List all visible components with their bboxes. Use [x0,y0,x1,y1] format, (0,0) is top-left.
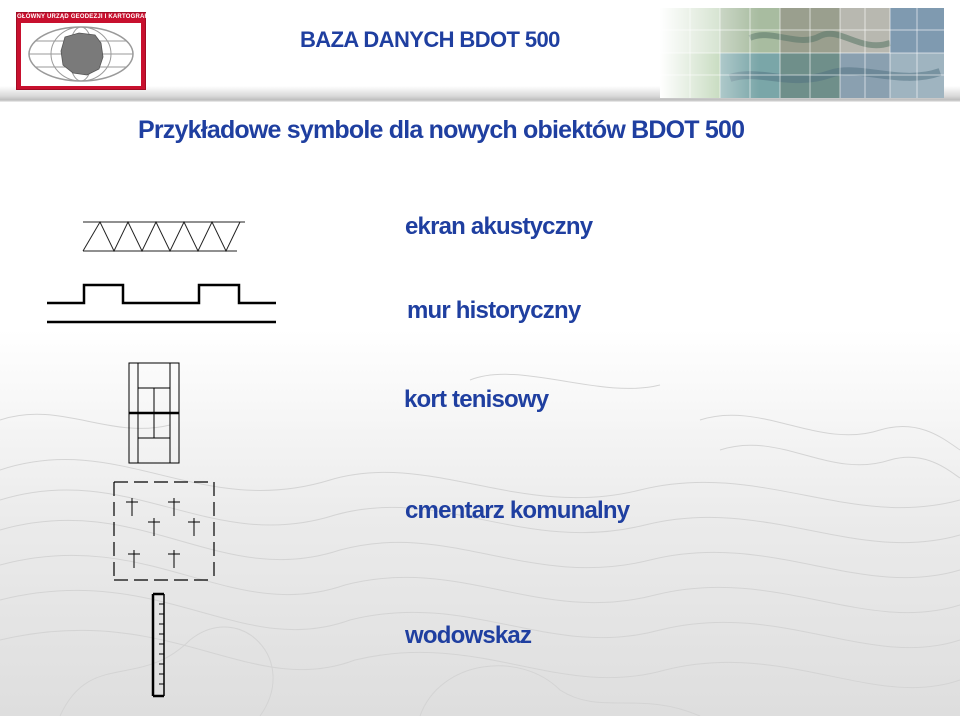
logo-text: GŁÓWNY URZĄD GEODEZJI I KARTOGRAFII [17,14,153,20]
symbol-label-acoustic-screen: ekran akustyczny [405,213,593,240]
symbol-label-tennis-court: kort tenisowy [404,386,549,413]
historic-wall-symbol [47,283,276,324]
cemetery-symbol [113,481,215,581]
slide-title: Przykładowe symbole dla nowych obiektów … [138,116,745,144]
symbol-label-historic-wall: mur historyczny [407,297,581,324]
symbol-label-cemetery: cmentarz komunalny [405,497,630,524]
symbol-label-water-gauge: wodowskaz [405,622,532,649]
water-gauge-symbol [151,592,165,698]
gugik-logo: GŁÓWNY URZĄD GEODEZJI I KARTOGRAFII [16,12,153,90]
acoustic-screen-symbol [82,220,245,253]
header-title: BAZA DANYCH BDOT 500 [300,27,560,52]
globe-poland-icon [28,26,134,82]
satellite-imagery-banner [660,8,944,98]
tennis-court-symbol [128,362,180,464]
